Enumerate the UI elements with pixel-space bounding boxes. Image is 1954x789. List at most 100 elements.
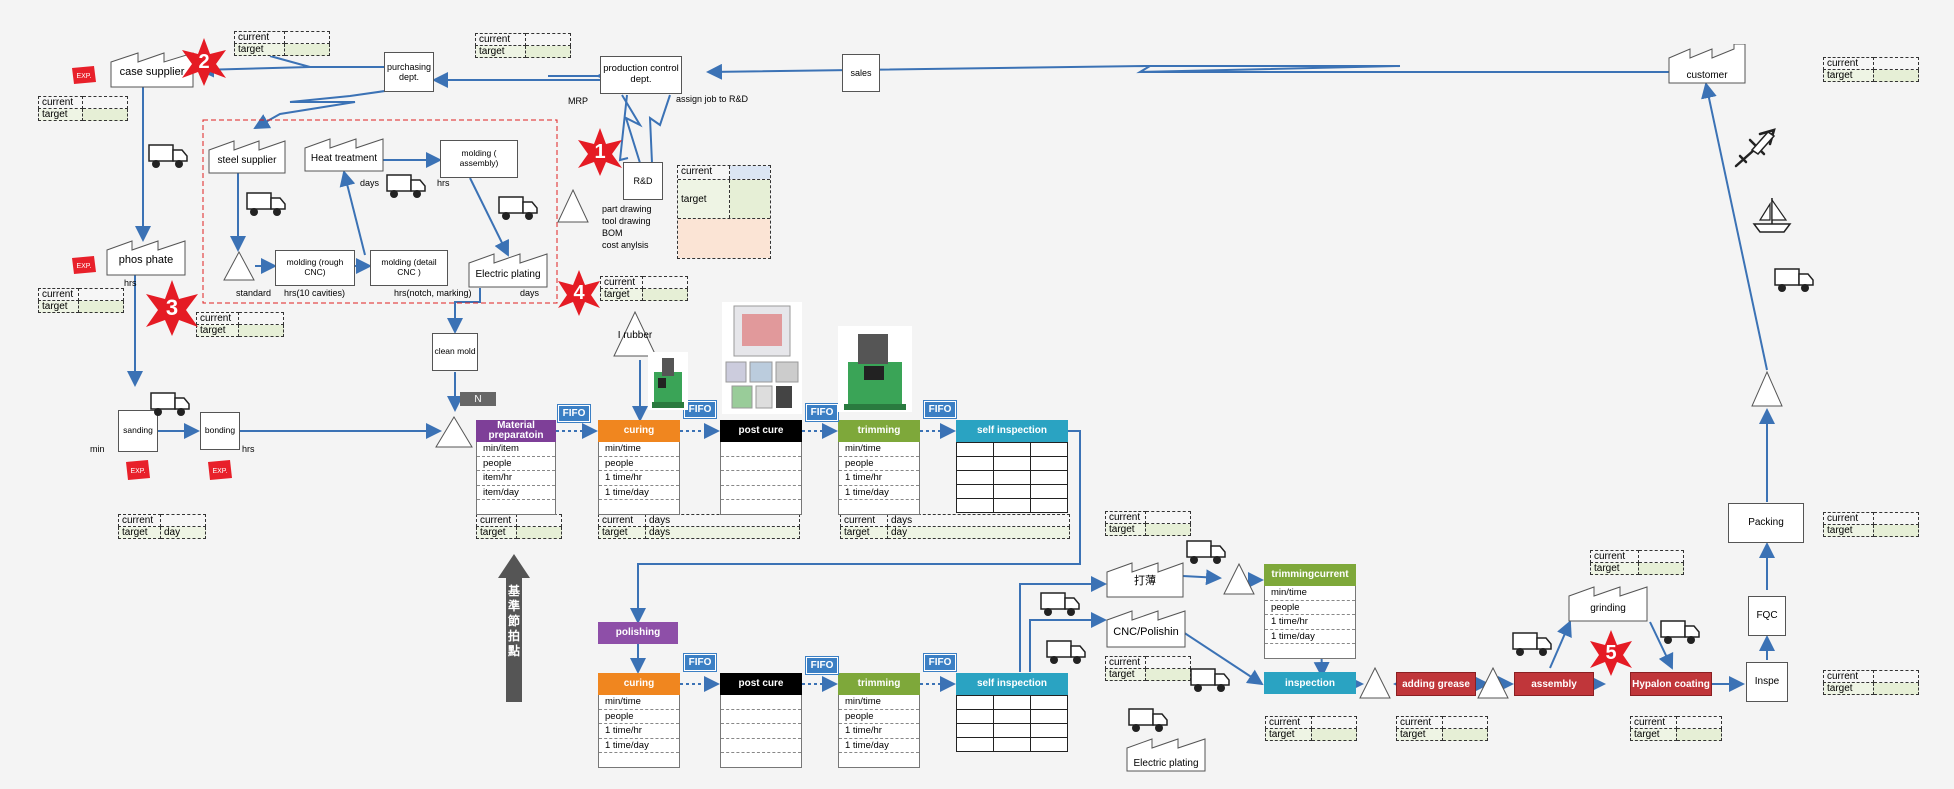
- grinding-factory[interactable]: grinding: [1568, 584, 1648, 622]
- cut-thin-factory[interactable]: 打薄: [1106, 560, 1184, 598]
- current-label: current: [196, 312, 239, 325]
- production-control-label: production control dept.: [603, 63, 679, 85]
- fqc-box[interactable]: FQC: [1748, 596, 1786, 636]
- current-label: current: [1630, 716, 1677, 729]
- target-label: target: [234, 43, 285, 56]
- current-label: current: [840, 514, 888, 527]
- post-cure-process[interactable]: post cure: [720, 420, 802, 515]
- target-label: target: [598, 526, 646, 539]
- bonding-hrs-label: hrs: [242, 444, 255, 454]
- metric-row: people: [599, 457, 679, 471]
- current-label: current: [1265, 716, 1312, 729]
- rubber-label: I rubber: [617, 330, 653, 341]
- inventory-triangle: [1751, 370, 1783, 407]
- metric-row: 1 time/day: [1265, 630, 1355, 644]
- star-icon: [182, 38, 226, 86]
- days-label: days: [887, 514, 1070, 527]
- self-inspection-process[interactable]: self inspection: [956, 420, 1068, 513]
- metric-row: people: [1265, 601, 1355, 615]
- pacemaker-label: 基準節拍點: [507, 584, 520, 658]
- kaizen-burst-1[interactable]: 1: [576, 128, 624, 176]
- current-label: current: [1823, 670, 1874, 683]
- inspection-process[interactable]: inspection: [1264, 672, 1356, 694]
- packing-box[interactable]: Packing: [1728, 503, 1804, 543]
- bonding-box[interactable]: bonding: [200, 412, 240, 450]
- express-icon: EXP.: [206, 458, 234, 485]
- target-label: target: [1590, 562, 1639, 575]
- truck-icon: [1660, 620, 1700, 644]
- steel-supplier-factory[interactable]: steel supplier: [208, 138, 286, 174]
- inventory-triangle: [435, 416, 473, 448]
- kaizen-burst-4[interactable]: 4: [556, 270, 602, 316]
- current-label: current: [38, 288, 79, 301]
- current-label: current: [598, 514, 646, 527]
- molding-rough-box[interactable]: molding (rough CNC): [275, 250, 355, 286]
- factory-icon: [208, 140, 286, 174]
- factory-icon: [1668, 44, 1746, 84]
- machine-image: [652, 358, 684, 408]
- express-icon: EXP.: [70, 254, 98, 279]
- rnd-note-item: part drawing: [602, 204, 652, 214]
- molding-assembly-label: molding ( assembly): [459, 148, 499, 168]
- rnd-box[interactable]: R&D: [623, 162, 663, 200]
- metric-row: min/time: [839, 442, 919, 457]
- molding-detail-box[interactable]: molding (detail CNC ): [370, 250, 448, 286]
- trimming-current-process[interactable]: trimmingcurrent min/time people 1 time/h…: [1264, 564, 1356, 659]
- sanding-box[interactable]: sanding: [118, 410, 158, 452]
- cnc-polish-factory[interactable]: CNC/Polishin: [1106, 608, 1186, 648]
- purchasing-dept-box[interactable]: purchasing dept.: [384, 52, 434, 92]
- packing-label: Packing: [1748, 517, 1784, 529]
- customer-factory[interactable]: customer: [1668, 44, 1746, 84]
- kaizen-burst-5[interactable]: 5: [1588, 630, 1634, 676]
- current-label: current: [1105, 511, 1146, 524]
- inspe-label: Inspe: [1754, 676, 1780, 688]
- inspe-box[interactable]: Inspe: [1746, 662, 1788, 702]
- purchasing-dept-label: purchasing dept.: [386, 61, 432, 82]
- kaizen-burst-2[interactable]: 2: [180, 38, 228, 86]
- curing-process[interactable]: curing min/time people 1 time/hr 1 time/…: [598, 673, 680, 768]
- adding-grease-process[interactable]: adding grease: [1396, 672, 1476, 696]
- machine-image: [844, 334, 906, 410]
- rnd-note-item: cost anylsis: [602, 240, 649, 250]
- production-control-box[interactable]: production control dept.: [600, 56, 682, 94]
- exp-text: EXP.: [76, 73, 91, 80]
- factory-icon: [106, 240, 186, 276]
- electric-plating-bottom-factory[interactable]: Electric plating: [1126, 736, 1206, 772]
- material-preparation-process[interactable]: Material preparatoin min/item people ite…: [476, 420, 556, 515]
- trimming-process[interactable]: trimming min/time people 1 time/hr 1 tim…: [838, 420, 920, 515]
- molding-assembly-box[interactable]: molding ( assembly): [440, 140, 518, 178]
- phos-phate-factory[interactable]: phos phate: [106, 238, 186, 276]
- target-label: target: [1265, 728, 1312, 741]
- current-label: current: [1823, 512, 1874, 525]
- curing-process[interactable]: curing min/time people 1 time/hr 1 time/…: [598, 420, 680, 515]
- current-label: current: [475, 33, 526, 46]
- exp-text: EXP.: [130, 468, 145, 475]
- post-cure-process[interactable]: post cure: [720, 673, 802, 768]
- metric-row: min/item: [477, 442, 555, 457]
- assembly-process[interactable]: assembly: [1514, 672, 1594, 696]
- self-inspection-process[interactable]: self inspection: [956, 673, 1068, 752]
- inventory-triangle: [1477, 666, 1509, 699]
- hypalon-coating-process[interactable]: Hypalon coating: [1630, 672, 1712, 696]
- clean-mold-box[interactable]: clean mold: [432, 333, 478, 371]
- trimming-process[interactable]: trimming min/time people 1 time/hr 1 tim…: [838, 673, 920, 768]
- heat-treatment-factory[interactable]: Heat treatment: [304, 136, 384, 172]
- ship-icon: [1752, 198, 1792, 233]
- self-inspection-title: self inspection: [956, 673, 1068, 695]
- truck-icon: [386, 174, 426, 198]
- sales-box[interactable]: sales: [842, 54, 880, 92]
- cnc-polish-label: CNC/Polishin: [1113, 626, 1179, 638]
- polishing-process[interactable]: polishing: [598, 622, 678, 644]
- electric-plating-top-factory[interactable]: Electric plating: [468, 250, 548, 288]
- kaizen-burst-3[interactable]: 3: [144, 280, 200, 336]
- case-supplier-factory[interactable]: case supplier: [110, 50, 194, 88]
